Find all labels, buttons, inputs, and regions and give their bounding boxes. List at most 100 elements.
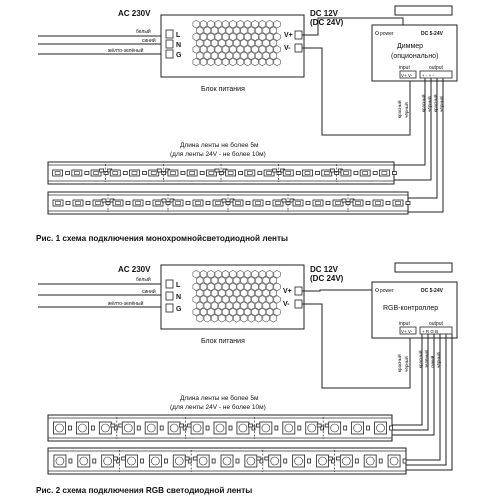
vent-hole <box>247 288 255 298</box>
led-strip-2a <box>47 414 393 442</box>
vent-hole <box>258 32 266 41</box>
vent-hole <box>222 282 230 291</box>
vent-hole <box>233 38 241 48</box>
solder-pad <box>341 198 347 203</box>
led-lens <box>175 201 181 205</box>
vent-hole <box>192 57 200 67</box>
ctrl-output-terminal <box>419 326 453 335</box>
wire-out-1 <box>392 334 423 426</box>
led-chip <box>332 199 344 207</box>
vent-hole <box>218 276 226 285</box>
solder-pad <box>113 456 118 461</box>
vent-hole <box>211 276 219 285</box>
vent-hole <box>207 32 215 41</box>
vent-hole <box>222 295 230 304</box>
led-lens <box>266 171 272 175</box>
solder-pad <box>99 168 105 173</box>
led-lens <box>389 456 399 466</box>
led-chip <box>192 199 204 207</box>
vent-hole <box>236 270 244 279</box>
vent-hole <box>255 26 263 35</box>
resistor <box>142 171 147 175</box>
resistor <box>180 171 186 175</box>
vent-hole <box>222 45 230 54</box>
resistor <box>315 171 320 175</box>
solder-pad <box>316 423 322 428</box>
resistor <box>140 458 144 464</box>
resistor <box>205 425 210 431</box>
vent-hole <box>222 307 230 317</box>
vent-hole <box>233 314 241 323</box>
wire-ground-label: жёлто-зелёный <box>108 300 144 307</box>
vent-hole <box>203 288 211 298</box>
led-lens <box>174 456 184 466</box>
vent-hole <box>266 20 274 29</box>
led-chip <box>148 169 160 177</box>
terminal-n-label: N <box>176 42 181 49</box>
vent-hole <box>244 295 252 304</box>
wire-white-label: белый <box>136 276 151 283</box>
led-lens <box>215 201 221 205</box>
vent-hole <box>214 20 222 29</box>
vent-hole <box>192 20 200 29</box>
vent-hole <box>247 26 255 35</box>
wire-label-6: чёрный <box>438 96 444 112</box>
vent-hole <box>247 38 255 48</box>
vent-hole <box>200 307 208 317</box>
vent-hole <box>236 307 244 317</box>
led-chip <box>244 169 256 177</box>
resistor <box>182 425 187 431</box>
resistor <box>391 171 397 175</box>
vent-hole <box>251 57 259 67</box>
led-chip <box>272 199 284 207</box>
vent-hole <box>236 20 244 29</box>
wire-out-3 <box>408 78 438 199</box>
vent-hole <box>229 270 237 279</box>
resistor <box>228 425 233 431</box>
wire-label-1: красный <box>396 100 402 118</box>
led-lens <box>215 423 225 433</box>
vent-hole <box>203 314 211 323</box>
wire-out-2 <box>392 334 429 431</box>
terminal-n-label: N <box>176 294 181 301</box>
vent-hole <box>207 45 215 54</box>
psu-vent-grille <box>192 270 281 323</box>
vent-hole <box>266 270 274 279</box>
resistor <box>297 425 302 431</box>
terminal-vminus <box>294 299 303 309</box>
resistor <box>113 425 118 431</box>
led-chip <box>282 169 294 177</box>
vent-hole <box>273 270 281 279</box>
ctrl-output-terminal <box>419 70 453 79</box>
led-lens <box>75 201 81 205</box>
vent-hole <box>192 295 200 304</box>
vent-hole <box>258 270 266 279</box>
led-chip <box>167 169 179 177</box>
resistor <box>103 171 109 175</box>
led-lens <box>74 171 80 175</box>
vent-hole <box>192 282 200 291</box>
vent-hole <box>240 38 248 48</box>
vent-hole <box>262 26 270 35</box>
terminal-l-label: L <box>176 282 181 289</box>
led-lens <box>131 171 138 175</box>
vent-hole <box>236 295 244 304</box>
vent-hole <box>225 51 233 60</box>
led-lens <box>169 423 179 433</box>
vent-hole <box>266 295 274 304</box>
led-lens <box>115 201 121 205</box>
resistor <box>145 201 151 205</box>
vent-hole <box>262 301 270 310</box>
led-lens <box>170 171 176 175</box>
vent-hole <box>269 51 277 60</box>
led-lens <box>315 201 321 205</box>
resistor <box>235 458 240 464</box>
vent-hole <box>225 314 233 323</box>
led-lens <box>395 201 401 205</box>
vent-hole <box>196 301 204 310</box>
led-lens <box>261 423 271 433</box>
vent-hole <box>203 301 211 310</box>
led-lens <box>95 201 101 205</box>
vent-hole <box>225 301 233 310</box>
